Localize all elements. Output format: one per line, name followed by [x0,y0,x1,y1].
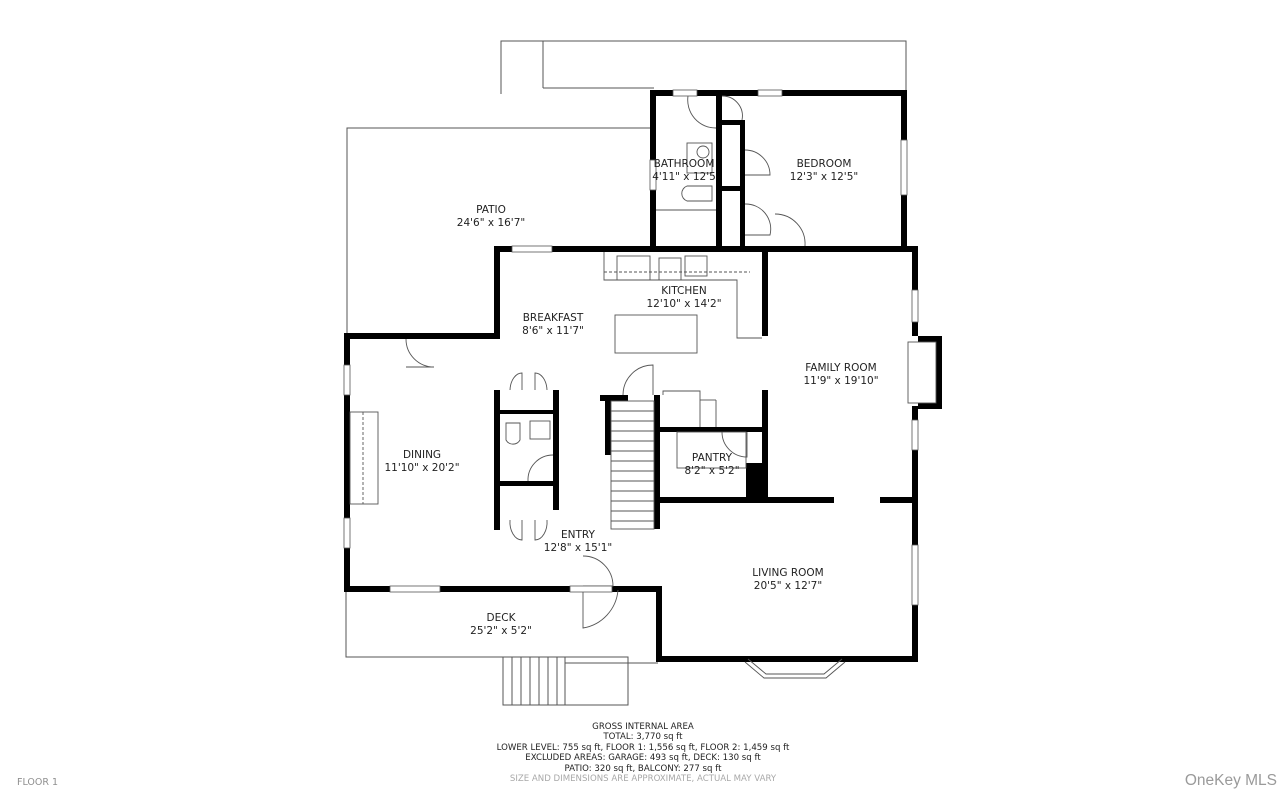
summary-heading: GROSS INTERNAL AREA [592,722,694,732]
room-entry: ENTRY 12'8" x 15'1" [544,529,612,555]
room-dining: DINING 11'10" x 20'2" [384,449,459,475]
room-dimensions: 4'11" x 12'5 [652,171,716,183]
room-deck: DECK 25'2" x 5'2" [470,612,532,638]
area-summary: GROSS INTERNAL AREA TOTAL: 3,770 sq ft L… [497,722,790,784]
fixtures [349,95,937,679]
room-pantry: PANTRY 8'2" x 5'2" [684,452,739,478]
room-name: DECK [486,612,516,624]
summary-total: TOTAL: 3,770 sq ft [603,732,683,743]
summary-outdoor: PATIO: 320 sq ft, BALCONY: 277 sq ft [564,763,722,774]
room-kitchen: KITCHEN 12'10" x 14'2" [646,285,721,311]
room-bedroom: BEDROOM 12'3" x 12'5" [790,158,858,184]
room-breakfast: BREAKFAST 8'6" x 11'7" [522,312,584,338]
brand-watermark: OneKey MLS [1184,772,1277,789]
room-name: FAMILY ROOM [805,362,877,374]
room-dimensions: 25'2" x 5'2" [470,625,532,637]
room-dimensions: 8'6" x 11'7" [522,325,584,337]
summary-disclaimer: SIZE AND DIMENSIONS ARE APPROXIMATE, ACT… [509,774,777,785]
room-dimensions: 11'10" x 20'2" [384,462,460,474]
room-dimensions: 12'3" x 12'5" [789,171,859,183]
room-name: DINING [402,449,442,461]
room-name: LIVING ROOM [752,567,824,579]
room-patio: PATIO 24'6" x 16'7" [457,204,525,230]
room-family-room: FAMILY ROOM 11'9" x 19'10" [803,362,878,388]
room-dimensions: 12'10" x 14'2" [646,298,722,310]
room-dimensions: 20'5" x 12'7" [753,580,823,592]
windows [343,89,919,606]
room-dimensions: 11'9" x 19'10" [803,375,879,387]
room-dimensions: 24'6" x 16'7" [456,217,526,229]
room-name: KITCHEN [661,285,707,297]
room-name: BEDROOM [796,158,852,170]
room-name: BREAKFAST [522,312,584,324]
room-dimensions: 8'2" x 5'2" [684,465,740,477]
room-name: PATIO [476,204,506,216]
room-name: BATHROOM [653,158,715,170]
room-name: PANTRY [691,452,733,464]
summary-levels: LOWER LEVEL: 755 sq ft, FLOOR 1: 1,556 s… [496,742,790,753]
floor-label: FLOOR 1 [17,777,59,788]
room-dimensions: 12'8" x 15'1" [543,542,613,554]
room-name: ENTRY [561,529,595,541]
room-bathroom: BATHROOM 4'11" x 12'5 [652,158,716,184]
outdoor-outlines [345,40,907,706]
room-living-room: LIVING ROOM 20'5" x 12'7" [752,567,823,593]
summary-excluded: EXCLUDED AREAS: GARAGE: 493 sq ft, DECK:… [525,753,761,764]
